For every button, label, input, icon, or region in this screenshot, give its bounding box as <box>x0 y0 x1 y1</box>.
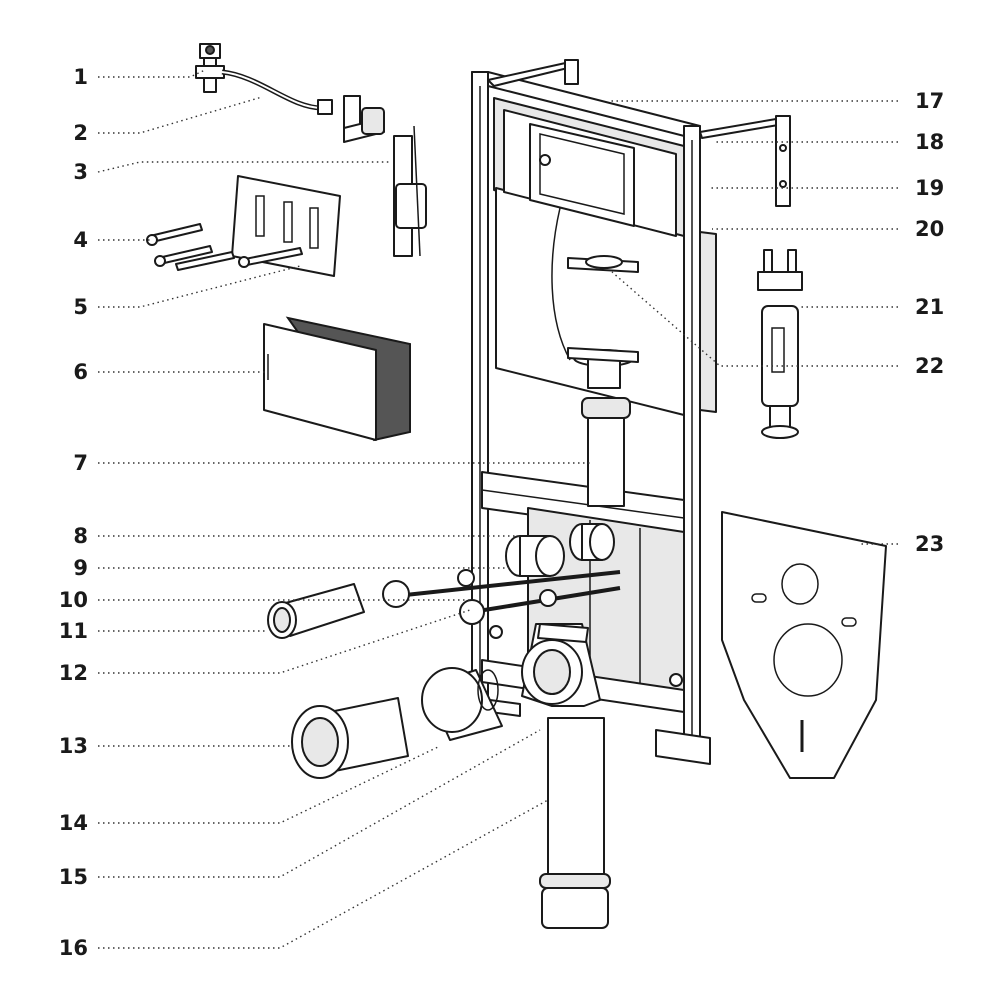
callout-23: 23 <box>915 532 945 556</box>
insulation-plate <box>721 511 887 779</box>
callout-8: 8 <box>73 524 88 548</box>
callout-4: 4 <box>73 228 88 252</box>
leader-lines <box>97 69 898 949</box>
pipe-connector <box>267 583 365 639</box>
callout-11: 11 <box>58 619 88 643</box>
callout-13: 13 <box>58 734 88 758</box>
callout-6: 6 <box>73 360 88 384</box>
connector-sleeves <box>505 523 615 577</box>
outlet-pipe <box>291 697 409 779</box>
callout-21: 21 <box>915 295 945 319</box>
callout-1: 1 <box>73 65 88 89</box>
callout-2: 2 <box>73 121 88 145</box>
outlet-sleeve <box>421 667 503 741</box>
callout-3: 3 <box>73 160 88 184</box>
callout-22: 22 <box>915 354 945 378</box>
mounting-plate <box>231 175 341 277</box>
callout-7: 7 <box>73 451 88 475</box>
flush-valve <box>757 249 803 439</box>
callout-18: 18 <box>915 130 945 154</box>
callout-5: 5 <box>73 295 88 319</box>
screws <box>146 223 303 271</box>
flex-hose <box>221 69 333 115</box>
service-box <box>263 316 411 442</box>
wall-bracket <box>699 115 791 207</box>
callout-15: 15 <box>58 865 88 889</box>
callout-10: 10 <box>58 588 88 612</box>
callout-16: 16 <box>58 936 88 960</box>
callout-20: 20 <box>915 217 945 241</box>
drain-pipe <box>539 717 611 929</box>
callout-19: 19 <box>915 176 945 200</box>
elbow-bend <box>521 623 601 707</box>
callout-9: 9 <box>73 556 88 580</box>
callout-17: 17 <box>915 89 945 113</box>
flush-pipe <box>551 207 639 507</box>
angle-valve <box>195 43 225 93</box>
callout-12: 12 <box>58 661 88 685</box>
fill-valve <box>343 95 427 257</box>
callout-14: 14 <box>58 811 88 835</box>
